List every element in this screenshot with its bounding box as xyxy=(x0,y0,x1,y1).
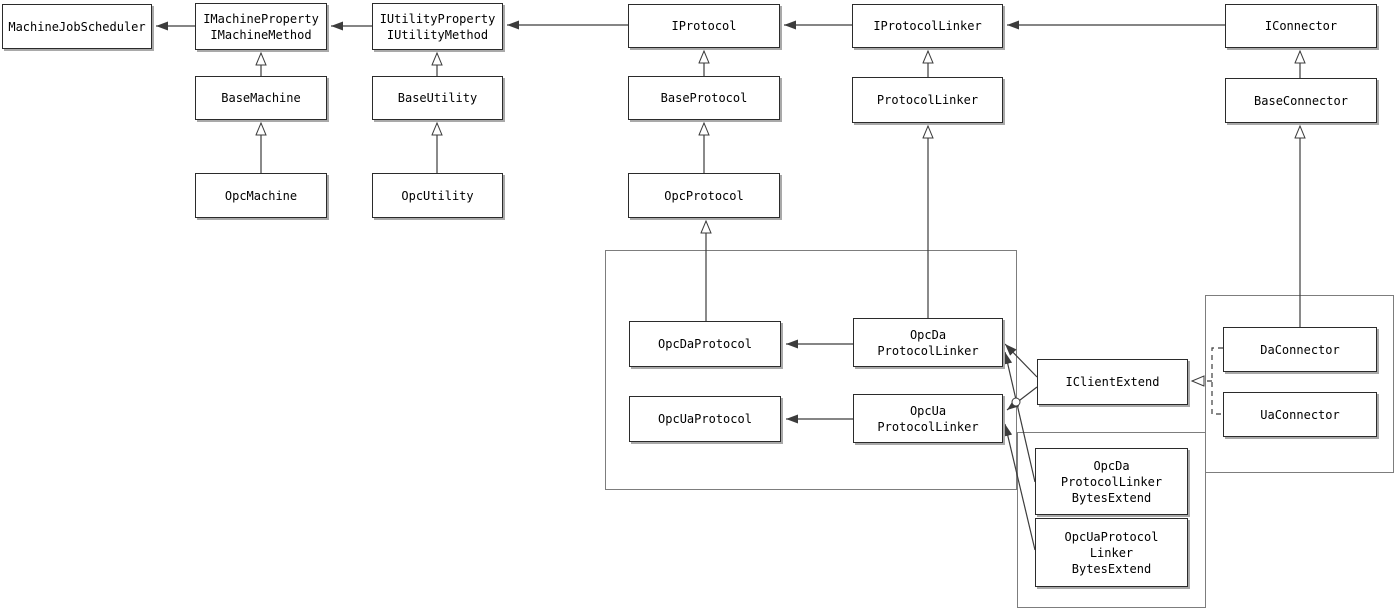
node-label-ua-connector: UaConnector xyxy=(1260,407,1340,422)
edge-assoc-i-client-extend--opc-da-protocol-linker xyxy=(1004,343,1038,378)
node-label-opc-da-protocol-linker-bytes-extend: OpcDa ProtocolLinker BytesExtend xyxy=(1060,458,1163,505)
node-da-connector: DaConnector xyxy=(1223,327,1377,372)
node-machine-job-scheduler: MachineJobScheduler xyxy=(2,4,152,49)
node-i-client-extend: IClientExtend xyxy=(1037,359,1188,405)
node-protocol-linker: ProtocolLinker xyxy=(852,77,1003,123)
node-opc-ua-protocol-linker-bytes-extend: OpcUaProtocol Linker BytesExtend xyxy=(1035,518,1188,587)
node-label-opc-machine: OpcMachine xyxy=(224,188,298,203)
node-i-connector: IConnector xyxy=(1225,4,1377,48)
node-label-opc-utility: OpcUtility xyxy=(401,188,474,203)
edge-assoc-opc-ua-protocol-linker-bytes-extend--opc-ua-protocol-linker xyxy=(1003,423,1036,551)
node-label-i-connector: IConnector xyxy=(1264,19,1338,33)
node-base-connector: BaseConnector xyxy=(1225,78,1377,123)
node-base-utility: BaseUtility xyxy=(372,76,503,120)
node-opc-machine: OpcMachine xyxy=(195,173,327,218)
node-opc-da-protocol-linker-bytes-extend: OpcDa ProtocolLinker BytesExtend xyxy=(1035,448,1188,515)
node-i-protocol: IProtocol xyxy=(628,4,780,48)
node-label-da-connector: DaConnector xyxy=(1260,342,1340,357)
node-label-base-machine: BaseMachine xyxy=(221,91,301,105)
node-opc-ua-protocol: OpcUaProtocol xyxy=(629,396,781,442)
node-label-opc-ua-protocol-linker-bytes-extend: OpcUaProtocol Linker BytesExtend xyxy=(1064,529,1159,576)
node-label-base-protocol: BaseProtocol xyxy=(660,91,748,105)
container-opc-protocol-group xyxy=(605,250,1017,490)
node-label-opc-ua-protocol: OpcUaProtocol xyxy=(658,412,752,426)
node-base-machine: BaseMachine xyxy=(195,76,327,120)
node-label-i-protocol-linker: IProtocolLinker xyxy=(873,19,982,33)
edge-junction-dot xyxy=(1011,397,1021,407)
node-opc-da-protocol: OpcDaProtocol xyxy=(629,321,781,367)
node-i-machine-property-method: IMachineProperty IMachineMethod xyxy=(195,3,327,50)
node-label-i-client-extend: IClientExtend xyxy=(1065,375,1160,389)
node-label-opc-ua-protocol-linker: OpcUa ProtocolLinker xyxy=(877,403,979,434)
node-label-i-machine-property-method: IMachineProperty IMachineMethod xyxy=(203,11,319,42)
node-label-protocol-linker: ProtocolLinker xyxy=(876,93,979,107)
node-opc-ua-protocol-linker: OpcUa ProtocolLinker xyxy=(853,394,1003,443)
node-label-i-utility-property-method: IUtilityProperty IUtilityMethod xyxy=(379,11,496,42)
node-i-utility-property-method: IUtilityProperty IUtilityMethod xyxy=(372,3,503,50)
container-bytes-extend-group xyxy=(1017,432,1206,608)
node-label-machine-job-scheduler: MachineJobScheduler xyxy=(8,19,146,34)
node-label-base-utility: BaseUtility xyxy=(397,91,478,105)
node-i-protocol-linker: IProtocolLinker xyxy=(852,4,1003,48)
node-label-opc-da-protocol-linker: OpcDa ProtocolLinker xyxy=(877,327,979,358)
node-opc-protocol: OpcProtocol xyxy=(628,173,780,218)
node-opc-da-protocol-linker: OpcDa ProtocolLinker xyxy=(853,318,1003,367)
edge-assoc-i-client-extend--opc-ua-protocol-linker xyxy=(1006,386,1038,411)
node-label-i-protocol: IProtocol xyxy=(671,19,737,33)
node-base-protocol: BaseProtocol xyxy=(628,76,780,120)
edge-dashed-da-connector--ua-connector xyxy=(1211,347,1223,415)
node-opc-utility: OpcUtility xyxy=(372,173,503,218)
edge-assoc-opc-da-protocol-linker-bytes-extend--opc-da-protocol-linker xyxy=(1003,351,1036,483)
node-label-opc-da-protocol: OpcDaProtocol xyxy=(658,337,752,351)
node-label-opc-protocol: OpcProtocol xyxy=(664,188,744,203)
node-ua-connector: UaConnector xyxy=(1223,392,1377,437)
node-label-base-connector: BaseConnector xyxy=(1254,93,1348,108)
